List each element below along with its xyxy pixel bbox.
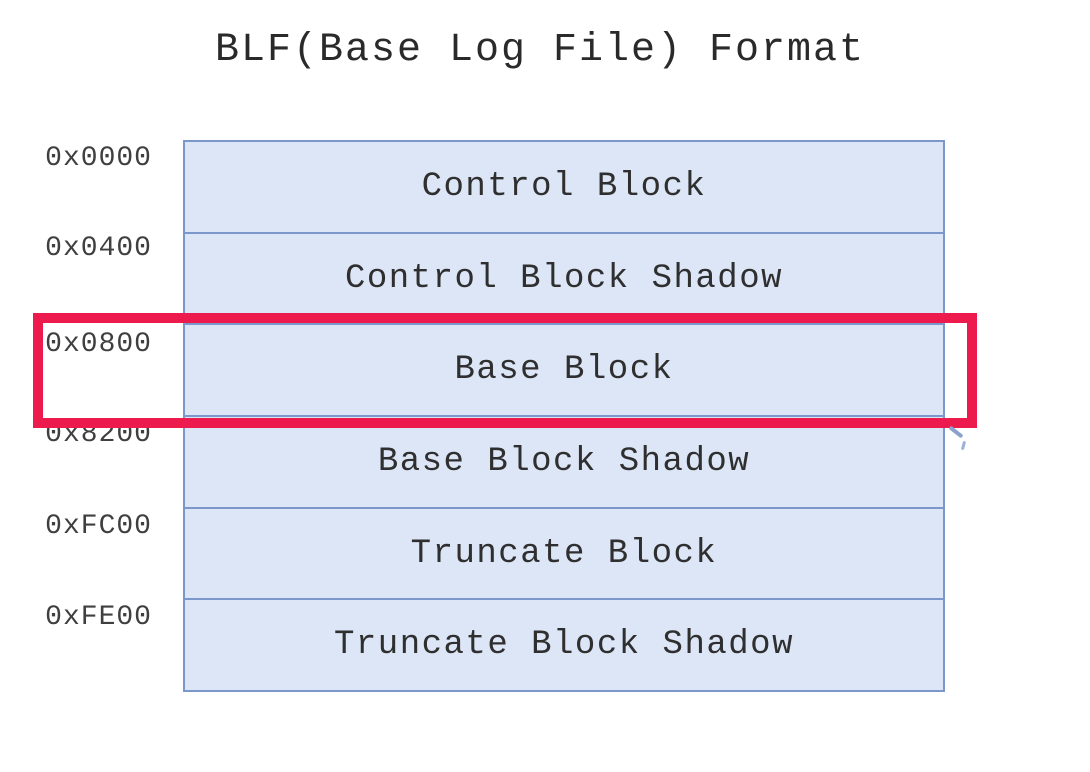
block-row-truncate-block-shadow: Truncate Block Shadow [185, 598, 943, 690]
block-row-control-block-shadow: Control Block Shadow [185, 231, 943, 324]
stray-mark [960, 440, 967, 451]
block-label: Truncate Block [410, 534, 718, 573]
block-label: Truncate Block Shadow [334, 626, 794, 665]
block-row-base-block-shadow: Base Block Shadow [185, 415, 943, 507]
block-stack: Control Block Control Block Shadow Base … [183, 140, 945, 692]
address-label-0xfe00: 0xFE00 [45, 602, 152, 633]
address-label-0x0800: 0x0800 [45, 329, 152, 360]
block-label: Control Block Shadow [344, 259, 784, 298]
block-row-base-block: Base Block [185, 323, 943, 415]
address-label-0xfc00: 0xFC00 [45, 511, 152, 542]
block-row-control-block: Control Block [185, 142, 943, 232]
block-label: Control Block [421, 167, 707, 206]
address-label-0x0000: 0x0000 [45, 143, 152, 174]
block-label: Base Block [454, 351, 674, 390]
address-label-0x0400: 0x0400 [45, 233, 152, 264]
block-label: Base Block Shadow [377, 442, 751, 481]
diagram-title: BLF(Base Log File) Format [214, 28, 866, 73]
block-row-truncate-block: Truncate Block [185, 506, 943, 599]
base-block-highlight-rectangle [33, 313, 977, 428]
